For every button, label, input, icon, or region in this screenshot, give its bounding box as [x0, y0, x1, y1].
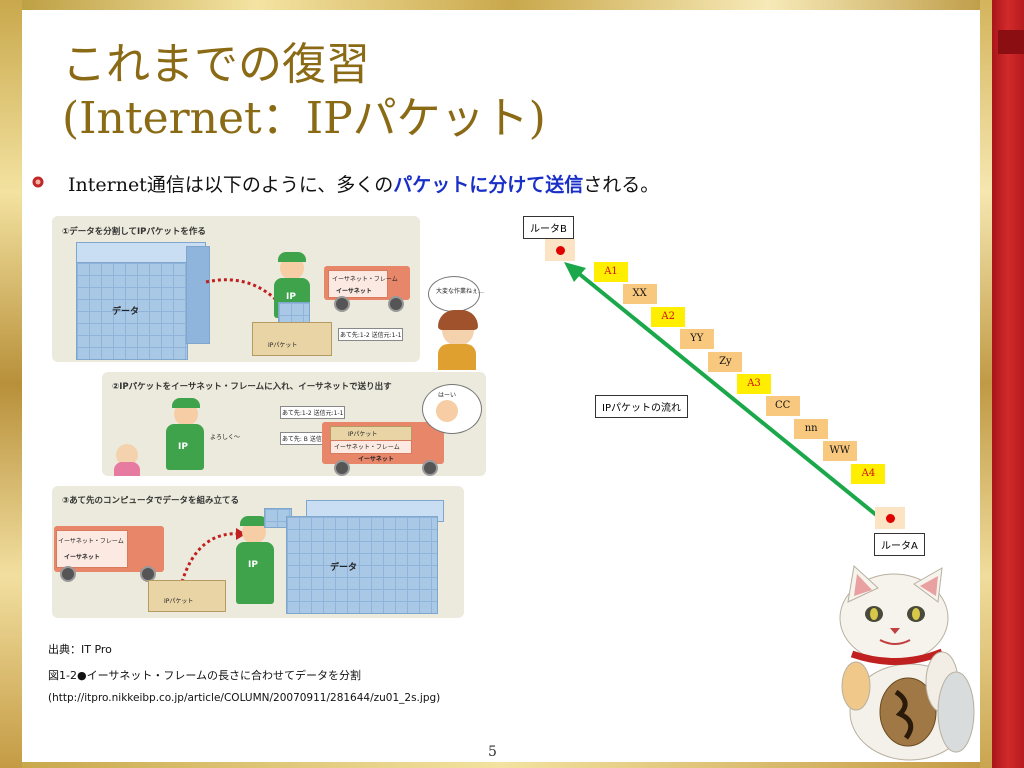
truck-1-ethernet-label: イーサネット — [336, 288, 372, 295]
truck-2-wheel — [334, 460, 350, 476]
router-b-node — [545, 239, 575, 261]
packet-a1: A1 — [594, 262, 628, 282]
panel-2-title: ②IPパケットをイーサネット・フレームに入れ、イーサネットで送り出す — [112, 382, 392, 392]
router-b-label: ルータB — [523, 216, 574, 239]
truck-1-frame-label: イーサネット・フレーム — [332, 276, 398, 283]
caption-source: 出典：IT Pro — [48, 643, 112, 656]
illustration-panel-1: ①データを分割してIPパケットを作る データ IP IPパケット あて先:1-2… — [52, 216, 420, 362]
truck-1-wheel — [388, 296, 404, 312]
illustration-panel-2: ②IPパケットをイーサネット・フレームに入れ、イーサネットで送り出す IP よろ… — [102, 372, 486, 476]
flow-label: IPパケットの流れ — [595, 395, 688, 418]
frame-left-border — [0, 0, 22, 768]
truck-1-cargo — [328, 270, 388, 298]
truck-2-packet-label: IPパケット — [348, 431, 378, 438]
woman-hair — [438, 310, 478, 330]
worker-3-cap — [240, 516, 268, 526]
worker-3-ip-badge: IP — [248, 560, 258, 570]
slide-title: これまでの復習 (Internet：IPパケット) — [62, 38, 762, 146]
carton-address-tag: あて先:1-2 送信元:1-1 — [338, 328, 404, 341]
worker-2-cap — [172, 398, 200, 408]
worker-cap — [278, 252, 306, 262]
truck-2-wheel — [422, 460, 438, 476]
bullet-text-highlight: パケットに分けて送信 — [393, 174, 584, 196]
bullet-text: Internet通信は以下のように、多くのパケットに分けて送信される。 — [68, 170, 659, 197]
truck-3-frame-label: イーサネット・フレーム — [58, 538, 124, 545]
truck-3-ethernet-label: イーサネット — [64, 554, 100, 561]
address-tag-2: あて先:1-2 送信元:1-1 — [280, 406, 346, 419]
title-line-2: (Internet：IPパケット) — [62, 93, 546, 144]
bullet-text-pre: Internet通信は以下のように、多くの — [68, 174, 394, 196]
panel-1-title: ①データを分割してIPパケットを作る — [62, 227, 206, 237]
worker-2-body — [166, 424, 204, 470]
panel-3-title: ③あて先のコンピュータでデータを組み立てる — [62, 496, 240, 506]
packet-ww: WW — [822, 441, 857, 462]
girl-head — [116, 444, 138, 466]
frame-top-border — [0, 0, 1024, 10]
carton-3-label: IPパケット — [164, 598, 194, 605]
caption-url: (http://itpro.nikkeibp.co.jp/article/COL… — [48, 692, 441, 704]
packet-zy: Zy — [708, 351, 743, 372]
maneki-neko-cat-icon — [839, 565, 975, 761]
router-a-label: ルータA — [874, 533, 925, 556]
data-block-3 — [286, 516, 438, 614]
frame-red-band — [992, 0, 1024, 768]
carton-label: IPパケット — [268, 342, 298, 349]
illustration-panel-3: ③あて先のコンピュータでデータを組み立てる イーサネット・フレーム イーサネット… — [52, 486, 464, 618]
truck-1-wheel — [334, 296, 350, 312]
frame-bottom-border — [22, 762, 980, 768]
router-b-dot — [556, 246, 565, 255]
move-arrow-2-icon — [180, 528, 246, 583]
packet-nn: nn — [794, 418, 829, 439]
girl-body — [114, 462, 140, 476]
packet-yy: YY — [679, 329, 714, 350]
ip-packet-illustration: ①データを分割してIPパケットを作る データ IP IPパケット あて先:1-2… — [46, 212, 492, 622]
truck-3-cargo — [56, 530, 128, 568]
worker-2-ip-badge: IP — [178, 442, 188, 452]
packet-a4: A4 — [851, 463, 886, 484]
ip-packet-carton — [252, 322, 332, 356]
title-line-1: これまでの復習 — [62, 39, 370, 90]
truck-2-ethernet-label: イーサネット — [358, 456, 394, 463]
router-a-dot — [886, 514, 895, 523]
speech-text-4: よろしく〜 — [210, 434, 241, 441]
router-a-node — [875, 507, 905, 529]
bullet-text-post: される。 — [583, 174, 660, 196]
speech-text-1: 大変な作業ねぇ… — [436, 288, 485, 295]
data-label: データ — [112, 307, 140, 317]
frame-right-gold-border — [980, 0, 992, 768]
truck-2-frame — [330, 440, 412, 454]
ip-packet-carton-3 — [148, 580, 226, 612]
data-block-side — [186, 246, 210, 344]
truck-2-frame-label: イーサネット・フレーム — [334, 444, 400, 451]
data-block — [76, 262, 188, 360]
packet-block — [278, 302, 310, 324]
packet-a3: A3 — [737, 374, 771, 394]
packet-cc: CC — [765, 396, 800, 417]
caption-figure: 図1-2●イーサネット・フレームの長さに合わせてデータを分割 — [48, 669, 362, 682]
worker-ip-badge: IP — [286, 292, 296, 302]
packet-block-3 — [264, 508, 292, 528]
woman-body — [438, 344, 476, 370]
page-number: 5 — [488, 744, 497, 760]
phone-person-head — [436, 400, 458, 422]
packet-a2: A2 — [651, 306, 686, 327]
worker-3-body — [236, 542, 274, 604]
packet-xx: XX — [622, 284, 657, 305]
data-label-3: データ — [330, 563, 358, 573]
bullet-flower-icon — [32, 176, 44, 188]
speech-text-3: はーい — [438, 392, 457, 399]
truck-3-wheel — [60, 566, 76, 582]
